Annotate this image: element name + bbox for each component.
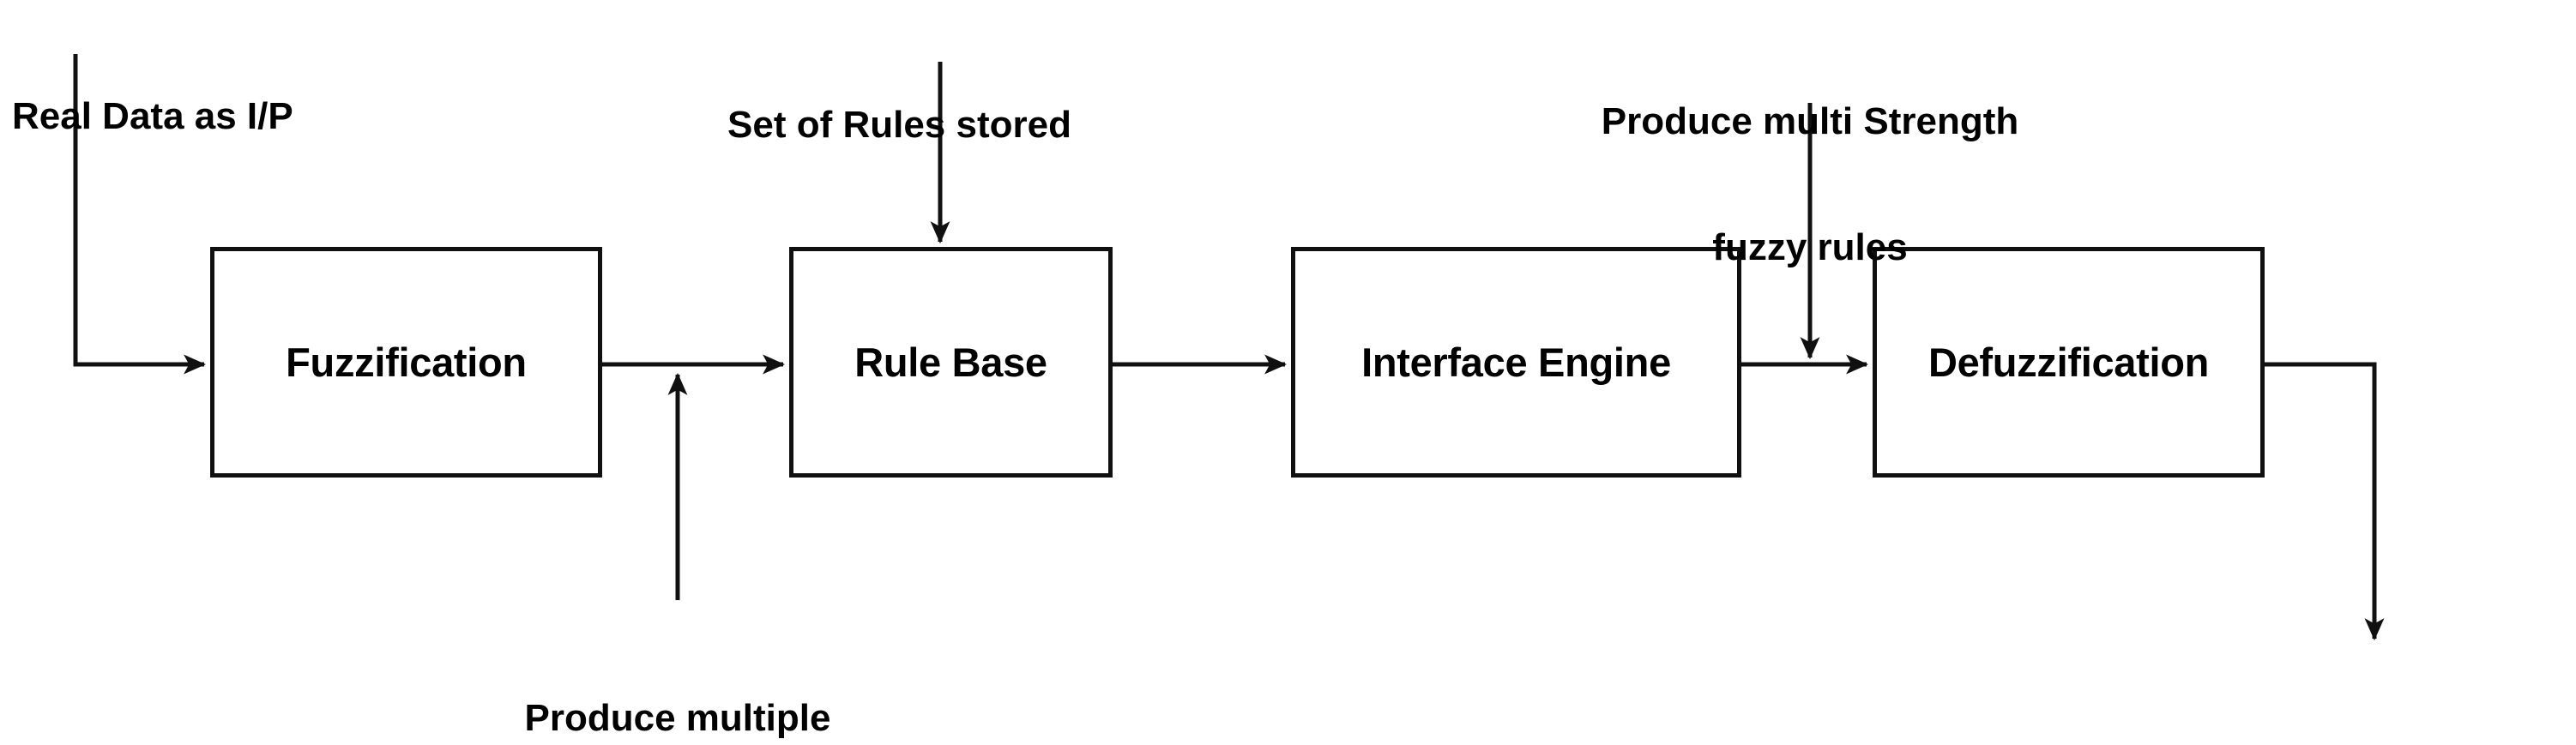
- annotation-rules-stored-label-line1: Set of Rules stored: [727, 103, 1071, 146]
- connector-defuzzification-to-crisp-output: [2265, 362, 2385, 641]
- node-interface-engine-label: Interface Engine: [1361, 339, 1671, 385]
- node-fuzzification-label: Fuzzification: [286, 339, 527, 385]
- node-rule-base-label: Rule Base: [854, 339, 1047, 385]
- annotation-multi-strength-label-line2: fuzzy rules: [1712, 226, 1908, 269]
- node-defuzzification-label: Defuzzification: [1927, 339, 2210, 385]
- annotation-input-label-line1: Real Data as I/P: [12, 94, 293, 137]
- node-rule-base[interactable]: Rule Base: [789, 247, 1113, 478]
- annotation-multi-strength-label-line1: Produce multi Strength: [1601, 99, 2019, 142]
- connector-input-to-fuzzification: [73, 54, 207, 375]
- node-fuzzification[interactable]: Fuzzification: [210, 247, 602, 478]
- annotation-rules-stored-label: Set of Rules stored: [727, 19, 1071, 230]
- annotation-multiple-rules-label-line1: Produce multiple: [524, 696, 831, 739]
- annotation-multi-strength-label: Produce multi Strength fuzzy rules: [1553, 15, 2067, 353]
- node-defuzzification[interactable]: Defuzzification: [1873, 247, 2265, 478]
- annotation-input-label: Real Data as I/P: [12, 10, 293, 221]
- annotation-crisp-output-label: Produce Crisp O/P: [2117, 660, 2576, 745]
- node-interface-engine[interactable]: Interface Engine: [1291, 247, 1741, 478]
- annotation-multiple-rules-label: Produce multiple fuzzy rules: [420, 612, 935, 745]
